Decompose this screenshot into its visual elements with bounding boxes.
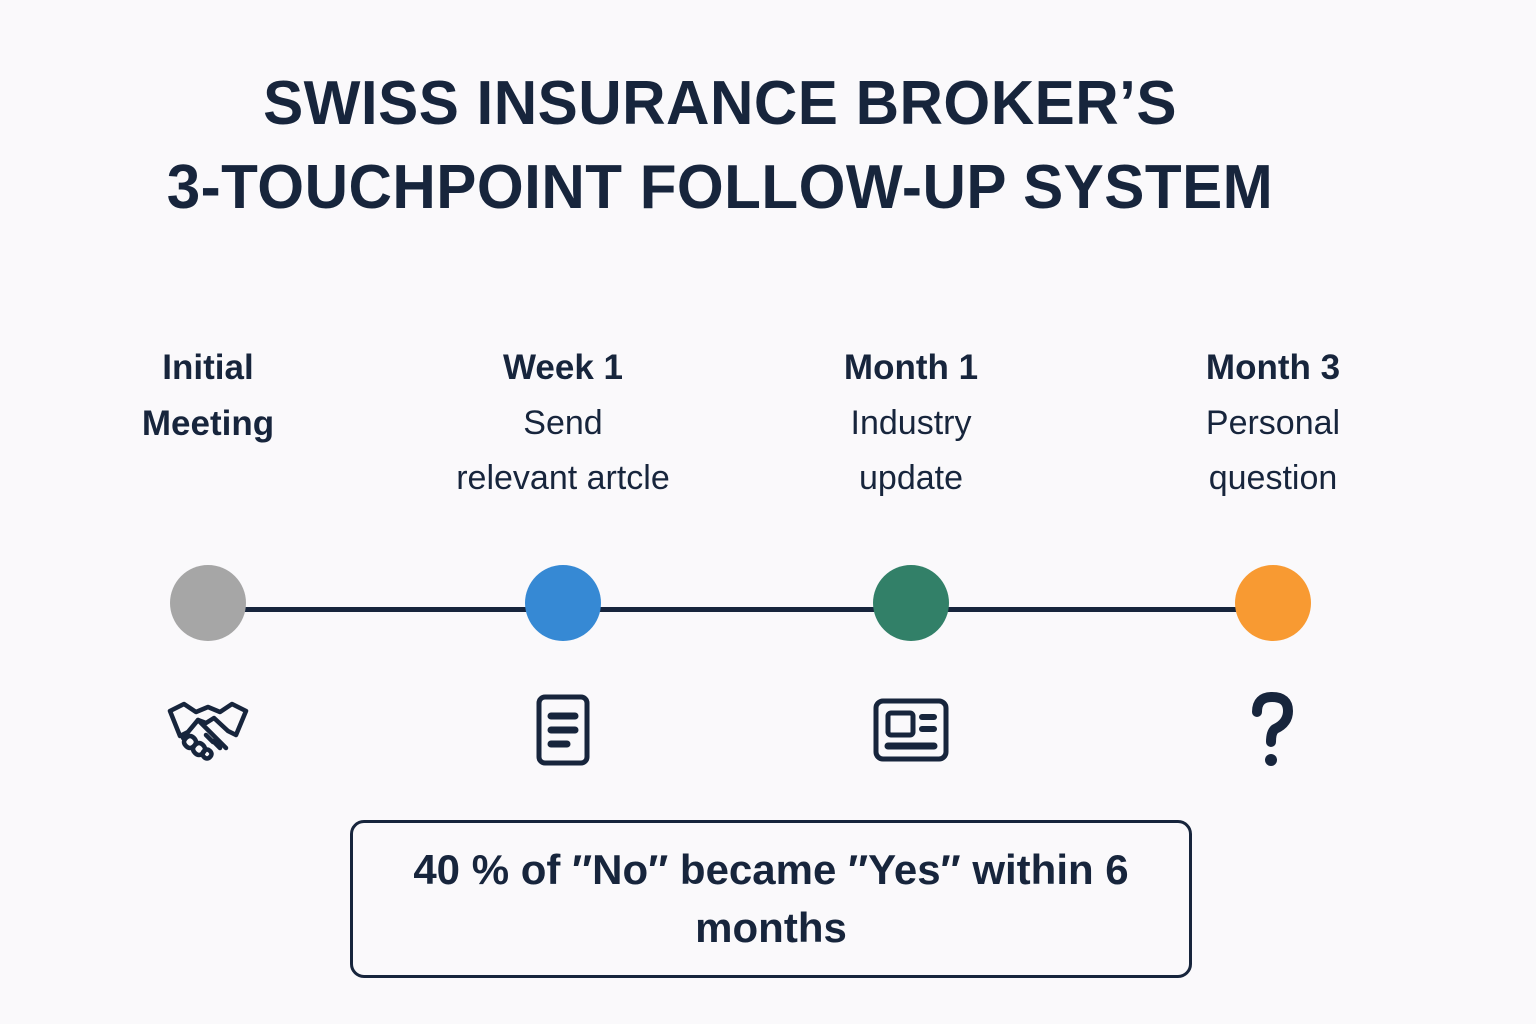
timeline-icons <box>0 680 1536 780</box>
step-description-line-1: Industry <box>850 404 972 442</box>
step-label-month-1: Month 1 Industry update <box>761 340 1061 506</box>
step-description-line-2: relevant artcle <box>456 459 670 497</box>
handshake-icon <box>148 680 268 780</box>
stat-callout-line-2: months <box>695 904 847 951</box>
title-line-1: SWISS INSURANCE BROKER’S <box>263 69 1177 138</box>
step-description-line-1: Personal <box>1205 404 1341 442</box>
step-description-line-2: update <box>859 459 963 497</box>
document-icon <box>503 680 623 780</box>
timeline-node-week-1[interactable] <box>525 565 601 641</box>
timeline: Initial Meeting Week 1 Send relevant art… <box>0 340 1536 780</box>
timeline-node-initial-meeting[interactable] <box>170 565 246 641</box>
step-heading: Initial <box>162 348 254 387</box>
step-label-initial-meeting: Initial Meeting <box>58 340 358 452</box>
step-description-line-2: question <box>1208 459 1338 497</box>
page-title: SWISS INSURANCE BROKER’S 3-TOUCHPOINT FO… <box>0 62 1440 230</box>
step-heading: Month 3 <box>1205 348 1341 387</box>
step-label-month-3: Month 3 Personal question <box>1123 340 1423 506</box>
step-heading-second-line: Meeting <box>141 404 275 443</box>
timeline-node-month-3[interactable] <box>1235 565 1311 641</box>
step-heading: Month 1 <box>843 348 979 387</box>
question-mark-icon <box>1213 680 1333 780</box>
step-description-line-1: Send <box>523 404 603 442</box>
timeline-rail-group <box>0 565 1536 655</box>
timeline-rail <box>208 607 1273 612</box>
step-heading: Week 1 <box>503 348 623 387</box>
timeline-node-month-1[interactable] <box>873 565 949 641</box>
stat-callout-text: 40 % of ″No″ became ″Yes″ within 6 month… <box>389 841 1153 957</box>
newspaper-icon <box>851 680 971 780</box>
title-line-2: 3-TOUCHPOINT FOLLOW-UP SYSTEM <box>166 153 1274 222</box>
step-label-week-1: Week 1 Send relevant artcle <box>413 340 713 506</box>
stat-callout-line-1: 40 % of ″No″ became ″Yes″ within 6 <box>413 846 1129 893</box>
stat-callout-box: 40 % of ″No″ became ″Yes″ within 6 month… <box>350 820 1192 978</box>
timeline-labels: Initial Meeting Week 1 Send relevant art… <box>0 340 1536 530</box>
